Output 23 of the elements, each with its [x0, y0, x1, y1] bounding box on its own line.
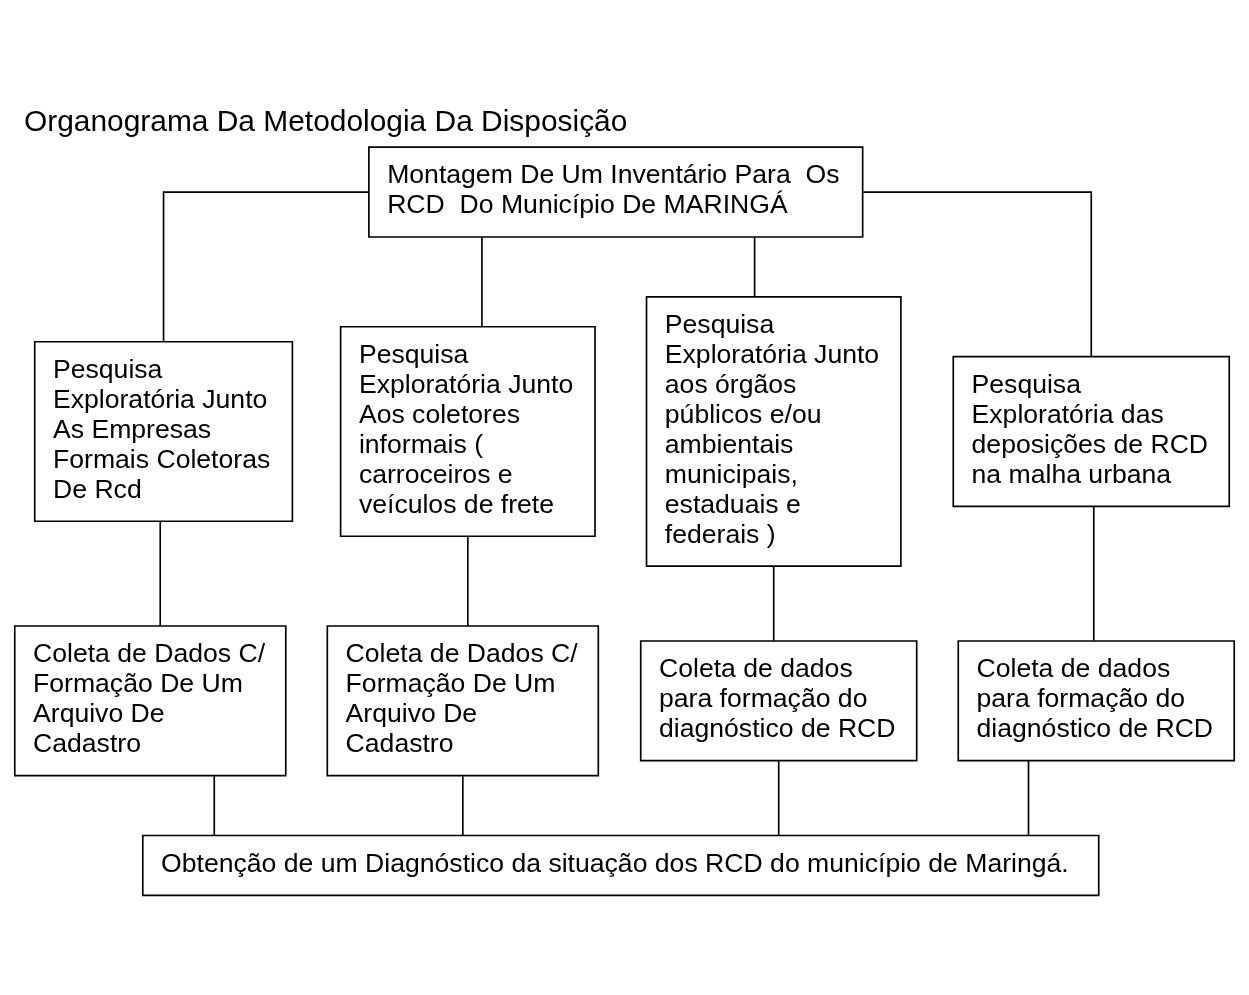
connector: [481, 235, 483, 327]
connector: [213, 774, 216, 836]
connector: [772, 565, 775, 642]
node-box: Coleta de Dados C/ Formação De Um Arquivo De Cadastro: [326, 624, 600, 776]
node-box: Pesquisa Exploratória Junto Aos coletores informais ( carroceiros e veículos de frete: [339, 325, 596, 537]
node-box: Pesquisa Exploratória das deposições de RCD na malha urbana: [952, 355, 1231, 507]
node-box: Pesquisa Exploratória Junto aos órgãos públicos e/ou ambientais municipais, estaduais e federais ): [645, 295, 902, 567]
node-box: Coleta de dados para formação do diagnóstico de RCD: [639, 639, 918, 761]
node-box: Obtenção de um Diagnóstico da situação dos RCD do município de Maringá.: [141, 834, 1100, 896]
node-box: Montagem De Um Inventário Para Os RCD Do Município De MARINGÁ: [368, 145, 864, 238]
node-box: Coleta de dados para formação do diagnóstico de RCD: [957, 639, 1236, 761]
connector: [159, 520, 162, 627]
diagram-title: Organograma Da Metodologia Da Disposição: [23, 103, 628, 137]
connector: [753, 235, 756, 298]
connector: [777, 759, 780, 836]
connector: [1027, 759, 1030, 836]
node-box: Coleta de Dados C/ Formação De Um Arquivo De Cadastro: [13, 624, 287, 776]
connector: [862, 190, 1093, 357]
connector: [462, 774, 464, 836]
connector: [162, 190, 370, 342]
connector: [466, 535, 469, 627]
node-box: Pesquisa Exploratória Junto As Empresas Formais Coletoras De Rcd: [33, 340, 294, 522]
connector: [1092, 505, 1095, 641]
